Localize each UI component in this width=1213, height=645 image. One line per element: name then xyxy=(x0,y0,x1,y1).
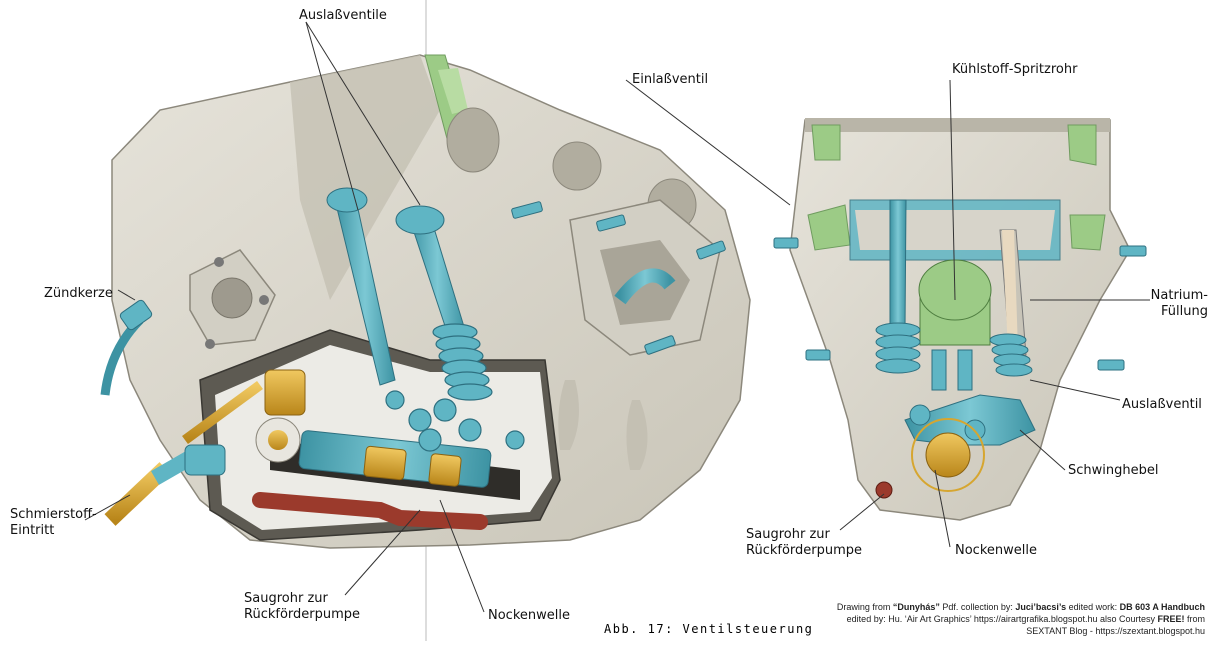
oil-inlet-fitting xyxy=(184,444,226,476)
hex-studs-left xyxy=(511,201,726,355)
intake-valve-stem xyxy=(614,268,676,305)
label-auslassventil-right: Auslaßventil xyxy=(1122,397,1202,412)
label-nockenwelle-right: Nockenwelle xyxy=(955,543,1037,558)
rocker-arm xyxy=(904,394,1036,446)
return-suction-pipe-left xyxy=(252,492,488,530)
label-saugrohr-left-line1: Saugrohr zur xyxy=(244,591,328,606)
credits-line-1: Drawing from “Dunyhás” Pdf. collection b… xyxy=(836,602,1205,612)
label-saugrohr-left-line2: Rückförderpumpe xyxy=(244,607,361,622)
intake-valve-spring-right xyxy=(875,322,921,374)
label-saugrohr-right-line1: Saugrohr zur xyxy=(746,527,830,542)
label-kuehlstoff-spritzrohr: Kühlstoff-Spritzrohr xyxy=(952,62,1078,77)
credits-block: Drawing from “Dunyhás” Pdf. collection b… xyxy=(775,601,1205,637)
return-suction-pipe-right xyxy=(875,481,893,499)
right-cross-section-illustration xyxy=(773,118,1147,521)
figure-caption: Abb. 17: Ventilsteuerung xyxy=(604,622,814,636)
leader-lines xyxy=(84,21,1150,613)
camshaft-right xyxy=(925,432,971,478)
intake-valve-right xyxy=(889,199,907,331)
label-einlassventil: Einlaßventil xyxy=(632,72,709,87)
rocker-cluster-left xyxy=(385,390,525,452)
hex-studs-right xyxy=(773,237,1147,371)
label-auslassventile: Auslaßventile xyxy=(299,8,387,23)
label-natrium-line1: Natrium- xyxy=(1150,288,1208,303)
valve-port-2 xyxy=(552,141,602,191)
camshaft-circle xyxy=(911,418,985,492)
label-saugrohr-right-line2: Rückförderpumpe xyxy=(746,543,863,558)
spark-plug-nut xyxy=(119,299,153,331)
label-schwinghebel: Schwinghebel xyxy=(1068,463,1159,478)
sodium-valve-spring xyxy=(989,333,1033,377)
label-schmierstoff-line1: Schmierstoff- xyxy=(10,507,97,522)
label-natrium-line2: Füllung xyxy=(1161,304,1208,319)
water-jacket-right-1 xyxy=(811,124,841,161)
label-schmierstoff-line2: Eintritt xyxy=(10,523,55,538)
spark-plug-bore xyxy=(211,277,253,319)
credits-line-3: SEXTANT Blog - https://szextant.blogspot… xyxy=(1026,626,1205,636)
label-nockenwelle-left: Nockenwelle xyxy=(488,608,570,623)
valve-port-1 xyxy=(446,107,500,173)
water-jacket-right-2 xyxy=(1067,124,1097,166)
camshaft-left xyxy=(255,417,520,500)
oil-distributor-block xyxy=(264,369,306,416)
left-cutaway-illustration xyxy=(100,54,751,549)
credits-line-2: edited by: Hu. ‘Air Art Graphics’ https:… xyxy=(846,614,1205,624)
label-zuendkerze: Zündkerze xyxy=(44,286,113,301)
